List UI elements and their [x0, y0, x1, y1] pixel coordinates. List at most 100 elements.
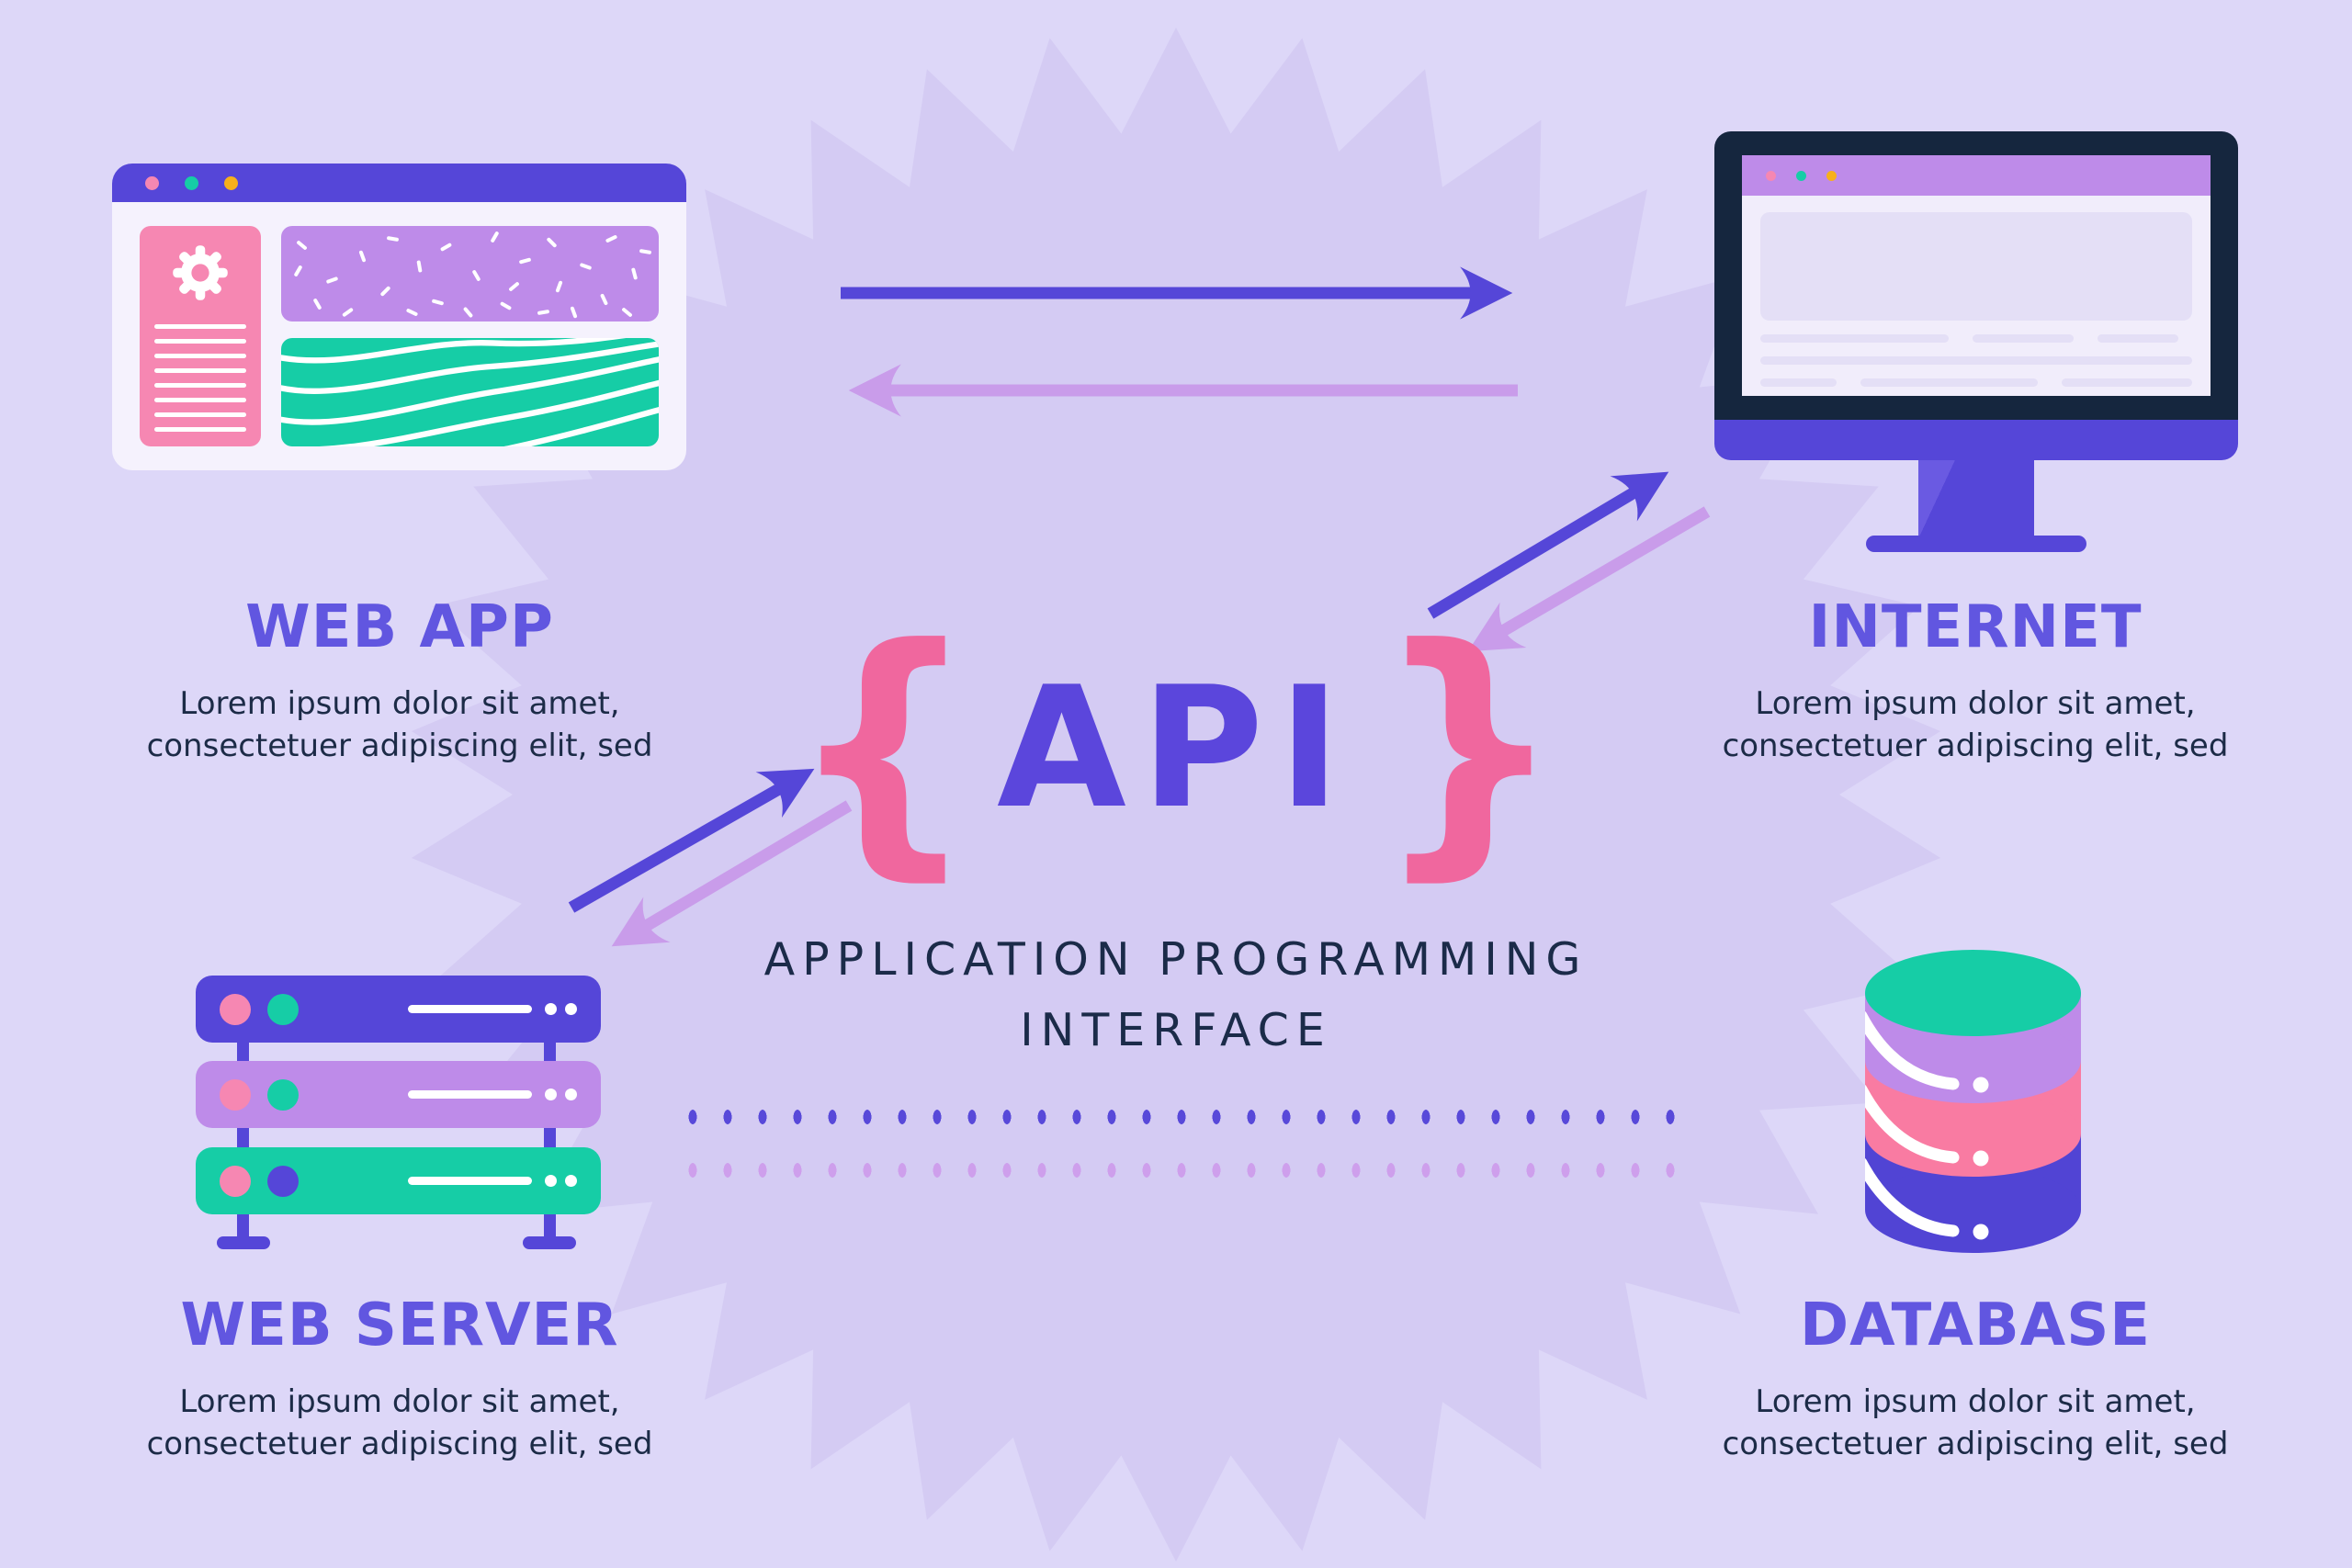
database-cylinder — [1865, 950, 2081, 1253]
arrow-webserver-to-api — [568, 768, 815, 913]
browser-titlebar — [112, 164, 686, 202]
server-dot — [565, 1089, 577, 1100]
api-acronym: API — [997, 649, 1355, 845]
sidebar-line — [154, 324, 246, 329]
monitor-frame — [1714, 131, 2238, 420]
confetti-dash — [555, 280, 563, 294]
confetti-dash — [379, 285, 391, 297]
arrow-api-to-webserver — [611, 800, 853, 947]
dotted-line-server-to-database — [684, 1109, 1695, 1125]
confetti-dash — [579, 262, 592, 270]
internet-description: Lorem ipsum dolor sit amet, consectetuer… — [1722, 685, 2229, 764]
database-label-block: DATABASE Lorem ipsum dolor sit amet, con… — [1695, 1292, 2256, 1465]
web-server-illustration — [196, 976, 601, 1251]
server-rack-post — [544, 1122, 556, 1155]
api-core: { API } — [787, 591, 1565, 903]
browser-main-column — [281, 226, 659, 446]
window-dot-yellow-icon — [1826, 170, 1837, 181]
server-led-teal-icon — [267, 993, 299, 1025]
confetti-dash — [490, 231, 500, 244]
confetti-dash — [432, 299, 445, 306]
server-led-pink-icon — [220, 1078, 251, 1111]
monitor-screen — [1742, 196, 2211, 396]
api-subtitle-line1: APPLICATION PROGRAMMING — [763, 933, 1589, 986]
server-dot — [565, 1003, 577, 1015]
window-dot-pink-icon — [1766, 170, 1776, 181]
confetti-dash — [358, 250, 367, 263]
api-subtitle-line2: INTERFACE — [1020, 1004, 1332, 1056]
internet-label-block: INTERNET Lorem ipsum dolor sit amet, con… — [1695, 593, 2256, 767]
sidebar-line — [154, 412, 246, 417]
server-dot — [545, 1089, 557, 1100]
window-dot-teal-icon — [185, 175, 198, 190]
server-rack-post — [237, 1035, 249, 1067]
screen-placeholder-row — [1760, 334, 2192, 343]
server-slot — [408, 1177, 532, 1185]
server-slot — [408, 1090, 532, 1099]
server-dot — [545, 1003, 557, 1015]
server-led-pink-icon — [220, 993, 251, 1025]
confetti-dash — [518, 257, 532, 265]
open-brace: { — [787, 591, 979, 903]
screen-placeholder-box — [1760, 212, 2192, 321]
confetti-dash — [546, 236, 558, 248]
confetti-dash — [605, 234, 618, 244]
sidebar-line — [154, 354, 246, 358]
web-server-title: WEB SERVER — [180, 1292, 619, 1359]
monitor-stand — [1918, 460, 2034, 539]
server-rack-foot — [523, 1236, 576, 1249]
confetti-dash — [463, 306, 474, 318]
sidebar-line — [154, 383, 246, 388]
confetti-dash — [326, 276, 339, 285]
internet-illustration — [1714, 131, 2238, 552]
web-app-description: Lorem ipsum dolor sit amet, consectetuer… — [146, 685, 653, 764]
confetti-dash — [312, 298, 322, 310]
confetti-dash — [386, 236, 400, 243]
window-dot-pink-icon — [145, 175, 159, 190]
server-rack-leg — [544, 1205, 556, 1244]
database-swoosh-lines — [1865, 1010, 1989, 1240]
web-server-description: Lorem ipsum dolor sit amet, consectetuer… — [146, 1383, 653, 1462]
server-slot — [408, 1005, 532, 1013]
sidebar-line — [154, 339, 246, 344]
server-rack-foot — [217, 1236, 270, 1249]
monitor-base — [1866, 536, 2086, 552]
confetti-dash — [471, 269, 481, 282]
server-dot — [565, 1175, 577, 1187]
server-unit — [196, 1147, 601, 1214]
confetti-dash — [570, 305, 578, 319]
web-server-label-block: WEB SERVER Lorem ipsum dolor sit amet, c… — [110, 1292, 689, 1465]
confetti-dash — [293, 265, 303, 277]
api-subtitle: APPLICATION PROGRAMMING INTERFACE — [764, 933, 1589, 1056]
screen-placeholder-row — [1760, 356, 2192, 365]
server-rack-post — [544, 1035, 556, 1067]
monitor-chin — [1714, 420, 2238, 460]
monitor-titlebar — [1742, 155, 2211, 196]
server-led-pink-icon — [220, 1165, 251, 1197]
dotted-line-database-to-server — [684, 1162, 1695, 1179]
sidebar-line — [154, 368, 246, 373]
sidebar-line — [154, 427, 246, 432]
window-dot-yellow-icon — [224, 175, 238, 190]
server-rack-leg — [237, 1205, 249, 1244]
confetti-dash — [296, 240, 309, 251]
arrow-internet-to-api — [1467, 506, 1711, 652]
browser-sidebar — [140, 226, 261, 446]
database-illustration — [1865, 950, 2081, 1253]
server-unit — [196, 1061, 601, 1128]
confetti-dash — [621, 306, 633, 318]
database-title: DATABASE — [1799, 1292, 2152, 1359]
waves-pattern — [281, 338, 659, 446]
close-brace: } — [1373, 591, 1565, 903]
confetti-dash — [630, 267, 639, 280]
confetti-dash — [507, 281, 520, 293]
confetti-dash — [500, 301, 513, 311]
internet-title: INTERNET — [1808, 593, 2143, 661]
confetti-dash — [537, 309, 550, 315]
confetti-panel — [281, 226, 659, 321]
server-rack-post — [237, 1122, 249, 1155]
window-dot-teal-icon — [1796, 170, 1806, 181]
gear-icon — [173, 245, 228, 300]
confetti-dash — [405, 307, 418, 317]
